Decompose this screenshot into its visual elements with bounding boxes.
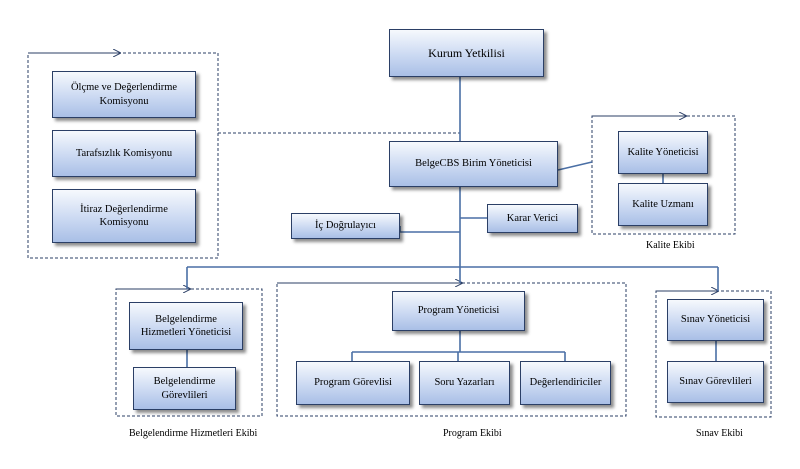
committees-frame <box>27 52 219 259</box>
kalite-ekibi-caption: Kalite Ekibi <box>646 240 695 251</box>
sinav-ekibi-caption: Sınav Ekibi <box>696 428 743 439</box>
olcme-degerlendirme-box: Ölçme ve Değerlendirme Komisyonu <box>52 71 196 118</box>
birim-yoneticisi-box: BelgeCBS Birim Yöneticisi <box>389 141 558 187</box>
soru-yazarlari-box: Soru Yazarları <box>419 361 510 405</box>
bh-yoneticisi-box: Belgelendirme Hizmetleri Yöneticisi <box>129 302 243 350</box>
ic-dogrulayici-box: İç Doğrulayıcı <box>291 213 400 239</box>
sinav-yoneticisi-box: Sınav Yöneticisi <box>667 299 764 341</box>
belgelendirme-ekibi-caption: Belgelendirme Hizmetleri Ekibi <box>129 428 258 439</box>
sinav-gorevlileri-box: Sınav Görevlileri <box>667 361 764 403</box>
program-ekibi-caption: Program Ekibi <box>443 428 502 439</box>
kalite-yoneticisi-box: Kalite Yöneticisi <box>618 131 708 174</box>
bh-gorevlileri-box: Belgelendirme Görevlileri <box>133 367 236 410</box>
tarafsizlik-box: Tarafsızlık Komisyonu <box>52 130 196 177</box>
kurum-yetkilisi-box: Kurum Yetkilisi <box>389 29 544 77</box>
karar-verici-box: Karar Verici <box>487 204 578 233</box>
program-frame <box>276 282 627 417</box>
kalite-frame <box>591 115 736 235</box>
program-gorevlisi-box: Program Görevlisi <box>296 361 410 405</box>
kalite-uzmani-box: Kalite Uzmanı <box>618 183 708 226</box>
program-yoneticisi-box: Program Yöneticisi <box>392 291 525 331</box>
degerlendiriciler-box: Değerlendiriciler <box>520 361 611 405</box>
itiraz-box: İtiraz Değerlendirme Komisyonu <box>52 189 196 243</box>
